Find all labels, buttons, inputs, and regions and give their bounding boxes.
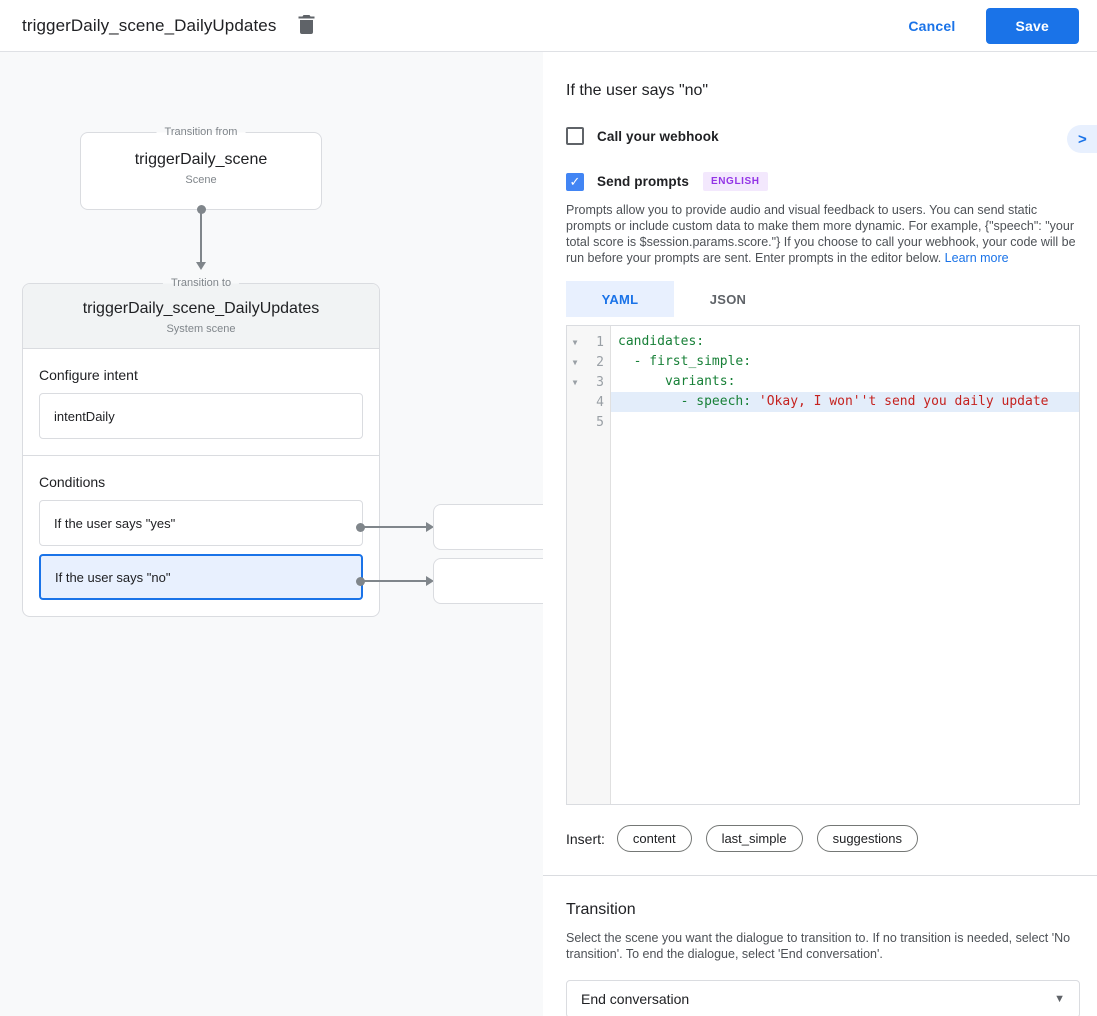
configure-intent-label: Configure intent xyxy=(39,367,138,383)
tab-yaml[interactable]: YAML xyxy=(566,281,674,317)
insert-label: Insert: xyxy=(566,830,605,847)
dropdown-caret-icon: ▼ xyxy=(1054,993,1065,1005)
intent-field[interactable]: intentDaily xyxy=(39,393,363,439)
code-line-2: - first_simple: xyxy=(618,354,752,369)
line-number: 2 xyxy=(596,354,604,370)
condition-yes-connector xyxy=(356,522,434,532)
code-line-5 xyxy=(611,412,1079,432)
insert-chip-suggestions[interactable]: suggestions xyxy=(816,825,918,852)
tab-json[interactable]: JSON xyxy=(709,291,747,307)
section-divider xyxy=(543,875,1097,876)
transition-select-value: End conversation xyxy=(581,991,690,1007)
line-number: 3 xyxy=(596,374,604,390)
save-button[interactable]: Save xyxy=(985,7,1079,44)
conditions-section: Conditions If the user says "yes" If the… xyxy=(23,455,379,616)
trash-icon xyxy=(298,14,315,37)
condition-row-yes[interactable]: If the user says "yes" xyxy=(39,500,363,546)
code-line-1: candidates: xyxy=(618,334,705,349)
scene-flow-canvas: Transition from triggerDaily_scene Scene… xyxy=(0,52,543,1016)
check-icon: ✓ xyxy=(569,174,581,189)
line-number: 4 xyxy=(596,394,604,410)
transition-from-node[interactable]: Transition from triggerDaily_scene Scene xyxy=(80,125,322,210)
send-prompts-row: ✓ Send prompts ENGLISH xyxy=(566,172,1080,191)
fold-arrow-icon[interactable]: ▼ xyxy=(572,357,578,367)
insert-chip-content[interactable]: content xyxy=(616,825,692,852)
transition-description: Select the scene you want the dialogue t… xyxy=(566,931,1071,961)
fold-arrow-icon[interactable]: ▼ xyxy=(572,377,578,387)
conditions-label: Conditions xyxy=(39,474,106,490)
insert-chip-last-simple[interactable]: last_simple xyxy=(705,825,803,852)
send-prompts-label: Send prompts xyxy=(597,174,689,189)
editor-gutter: ▼ 1 ▼ 2 ▼ 3 4 5 xyxy=(567,326,611,804)
top-bar: triggerDaily_scene_DailyUpdates Cancel S… xyxy=(0,0,1097,52)
condition-row-no[interactable]: If the user says "no" xyxy=(39,554,363,600)
send-prompts-checkbox[interactable]: ✓ xyxy=(566,172,584,191)
delete-button[interactable] xyxy=(298,14,315,37)
webhook-checkbox[interactable] xyxy=(566,127,584,145)
to-scene-name: triggerDaily_scene_DailyUpdates xyxy=(82,300,320,317)
to-scene-type: System scene xyxy=(166,323,236,335)
page-title: triggerDaily_scene_DailyUpdates xyxy=(22,15,277,35)
transition-from-legend: Transition from xyxy=(156,125,246,140)
learn-more-link[interactable]: Learn more xyxy=(944,251,1009,265)
from-scene-type: Scene xyxy=(185,174,217,186)
transition-to-node: Transition to triggerDaily_scene_DailyUp… xyxy=(22,276,380,617)
flow-arrow-down xyxy=(196,205,206,271)
condition-yes-target-node[interactable] xyxy=(433,504,543,550)
chevron-right-icon: > xyxy=(1078,130,1087,148)
transition-to-legend: Transition to xyxy=(162,276,240,291)
editor-code-area[interactable]: candidates: - first_simple: variants: - … xyxy=(611,326,1079,804)
language-badge: ENGLISH xyxy=(702,172,768,191)
line-number: 1 xyxy=(596,334,604,350)
condition-no-connector xyxy=(356,576,434,586)
from-scene-name: triggerDaily_scene xyxy=(134,151,268,168)
code-line-4-highlighted: - speech: 'Okay, I won''t send you daily… xyxy=(611,392,1079,412)
transition-select[interactable]: End conversation ▼ xyxy=(566,980,1080,1016)
condition-no-target-node[interactable] xyxy=(433,558,543,604)
fold-arrow-icon[interactable]: ▼ xyxy=(572,337,578,347)
prompts-description-text: Prompts allow you to provide audio and v… xyxy=(566,203,1076,265)
condition-detail-panel: > If the user says "no" Call your webhoo… xyxy=(543,52,1097,1016)
prompts-description: Prompts allow you to provide audio and v… xyxy=(566,202,1080,266)
webhook-row: Call your webhook xyxy=(566,127,1080,145)
code-line-3: variants: xyxy=(618,374,736,389)
transition-title: Transition xyxy=(566,901,636,918)
scene-card-header[interactable]: triggerDaily_scene_DailyUpdates System s… xyxy=(23,284,379,349)
prompt-code-editor[interactable]: ▼ 1 ▼ 2 ▼ 3 4 5 candidates: - first_simple:… xyxy=(566,325,1080,805)
editor-format-tabs: YAML JSON xyxy=(566,281,1080,317)
line-number: 5 xyxy=(596,414,604,430)
panel-title: If the user says "no" xyxy=(566,82,709,99)
configure-intent-section: Configure intent intentDaily xyxy=(23,349,379,455)
cancel-button[interactable]: Cancel xyxy=(908,17,956,34)
collapse-panel-button[interactable]: > xyxy=(1067,125,1097,153)
insert-row: Insert: content last_simple suggestions xyxy=(566,825,1080,852)
webhook-label: Call your webhook xyxy=(597,128,719,144)
